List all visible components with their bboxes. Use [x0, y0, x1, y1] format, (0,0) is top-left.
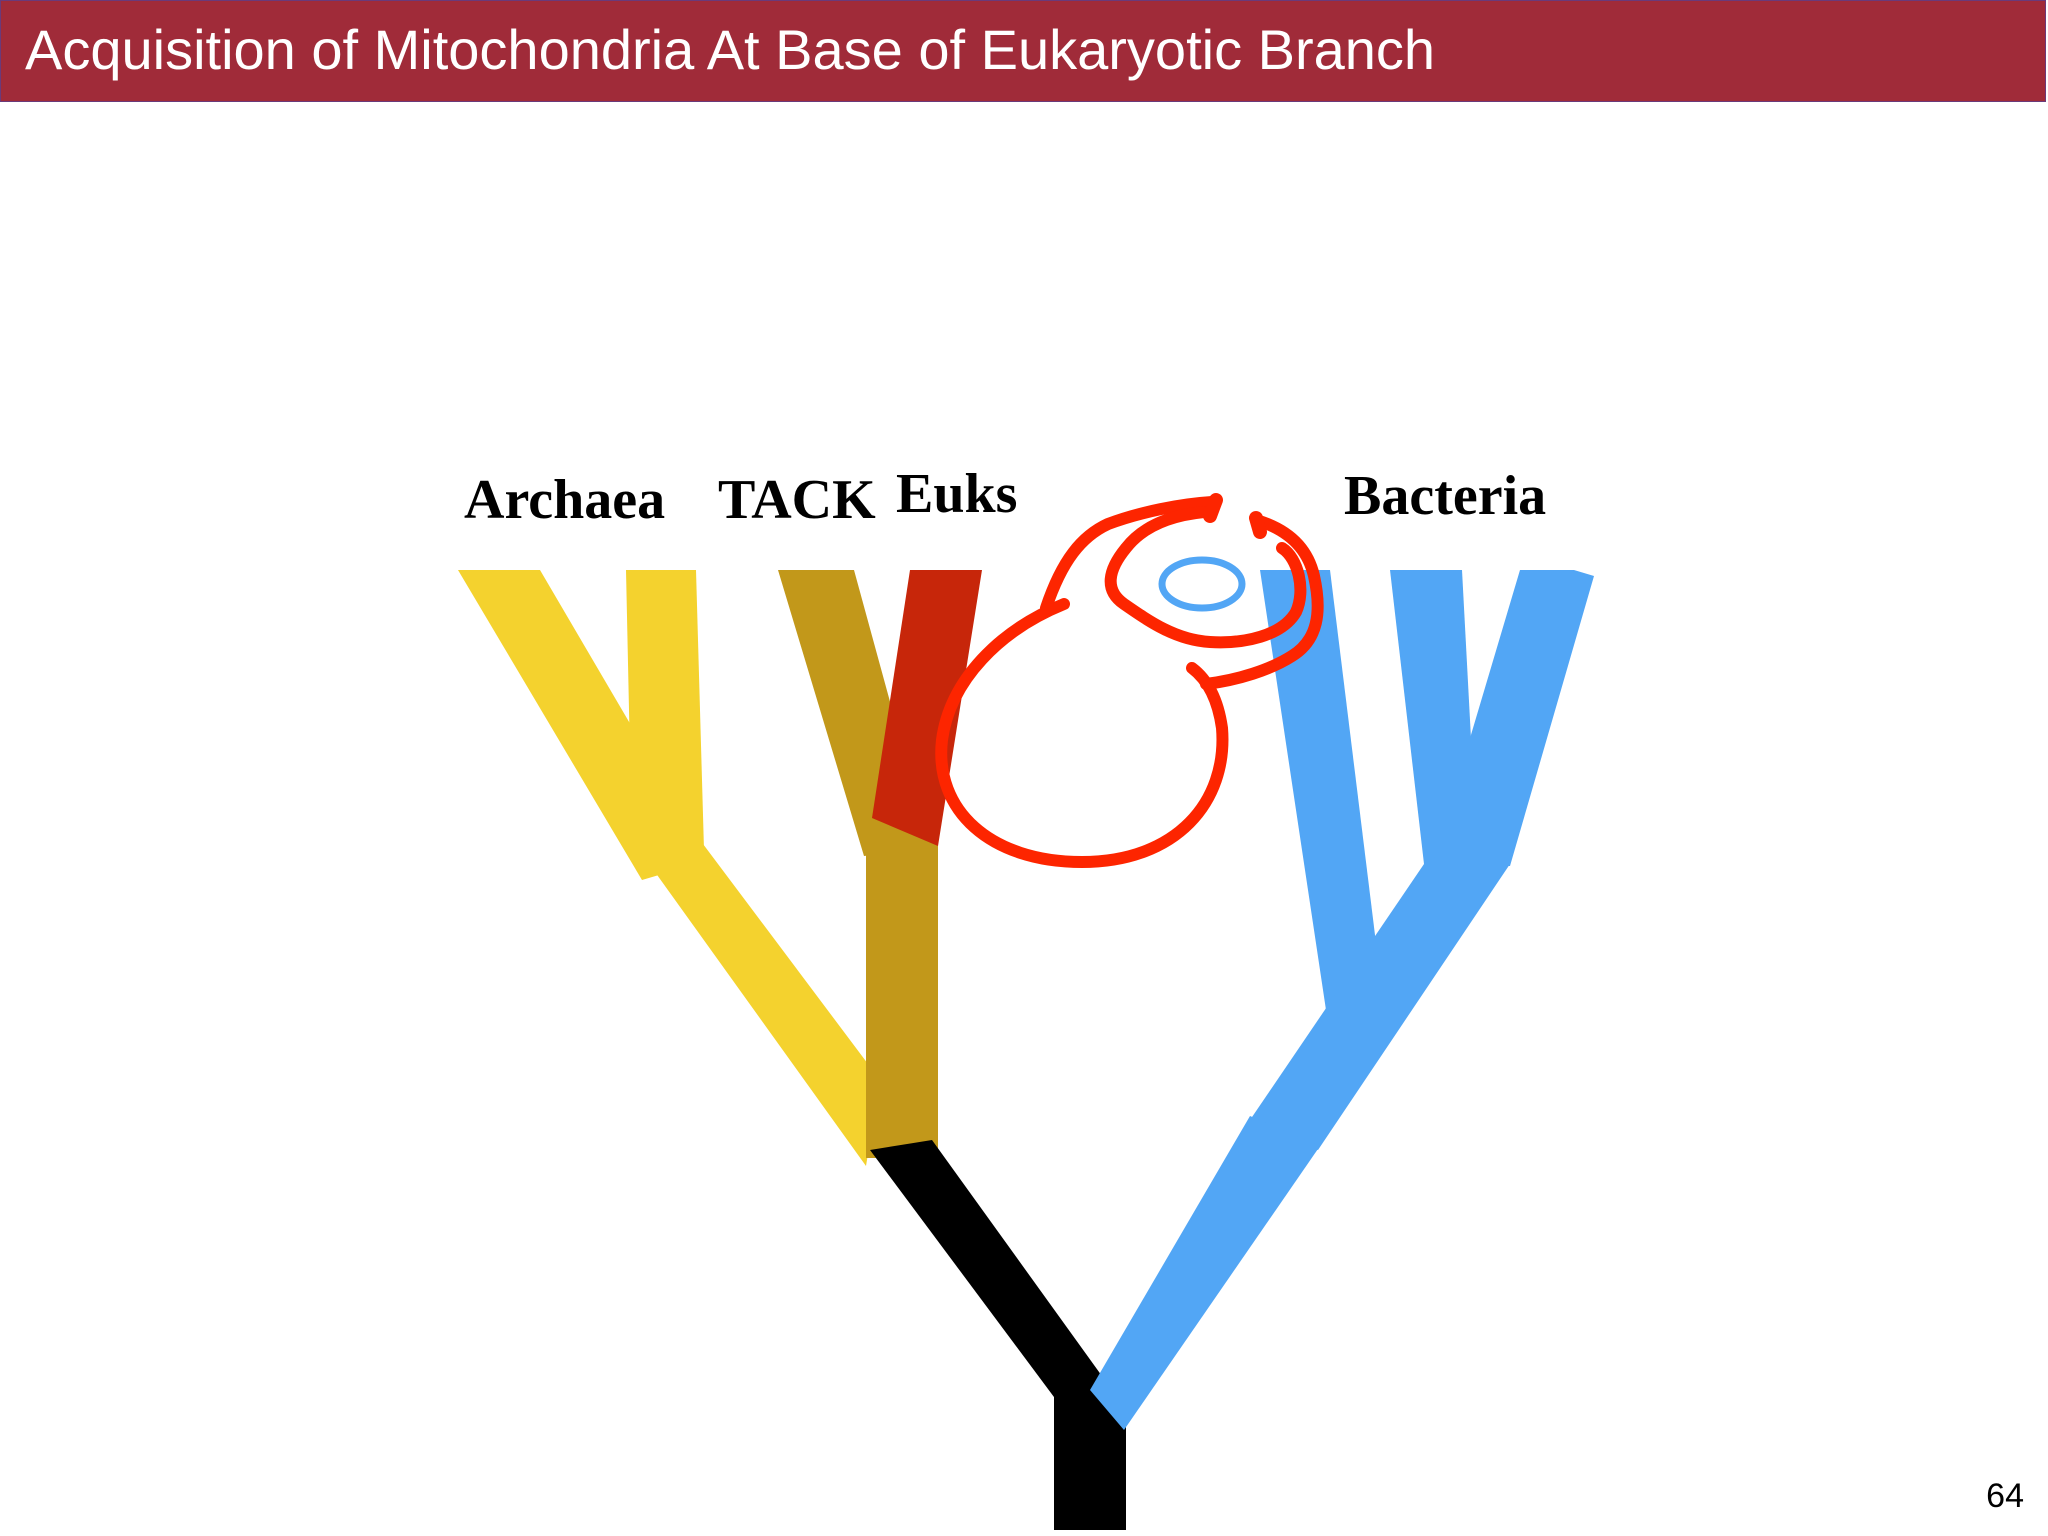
label-bacteria: Bacteria — [1344, 465, 1546, 527]
label-euks: Euks — [896, 463, 1017, 525]
host-cell-inner-arm — [1104, 506, 1307, 649]
label-tack: TACK — [718, 469, 876, 531]
mitochondrion-icon — [1158, 556, 1246, 612]
bacteria-twig-3 — [1432, 570, 1594, 866]
bacteria-inner-stem — [1250, 864, 1510, 1150]
tack-stem — [866, 814, 938, 1158]
title-bar: Acquisition of Mitochondria At Base of E… — [0, 0, 2046, 102]
euks-branch — [872, 570, 982, 846]
host-cell-upper-lobe — [1040, 496, 1218, 614]
host-cell — [935, 493, 1324, 868]
slide-title: Acquisition of Mitochondria At Base of E… — [25, 18, 1436, 81]
bacteria-twig-1 — [1260, 570, 1384, 1010]
host-cell-outer-arm — [1200, 514, 1324, 690]
root-left-arm — [870, 1140, 1112, 1440]
archaea-stem — [632, 840, 880, 1166]
bacteria-outer-stem — [1090, 1116, 1320, 1430]
archaea-branch — [458, 570, 880, 1166]
root-branch — [870, 1140, 1126, 1530]
host-cell-body — [935, 598, 1229, 868]
archaea-right-twig — [626, 570, 704, 850]
label-archaea: Archaea — [464, 469, 665, 531]
bacteria-branch — [1090, 570, 1594, 1430]
host-cell-fold — [1203, 493, 1267, 539]
page-number: 64 — [1986, 1477, 2024, 1515]
